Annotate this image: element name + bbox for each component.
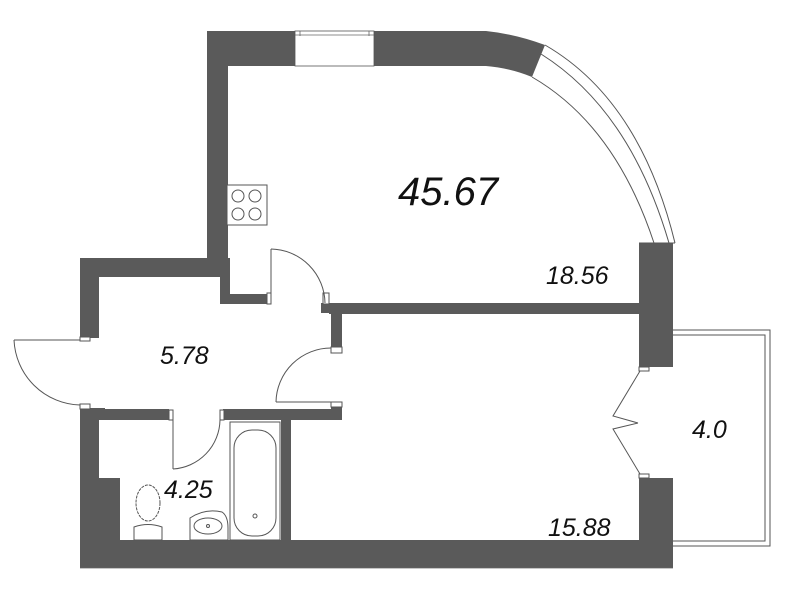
door-jambs [79, 292, 650, 479]
balcony-area-label: 4.0 [692, 416, 727, 444]
balcony-door [612, 370, 641, 475]
bathroom-area-label: 4.25 [164, 476, 213, 504]
total-area-label: 45.67 [398, 170, 499, 214]
entry-door [13, 339, 81, 406]
bay-window [531, 44, 676, 244]
kitchen-door [270, 248, 326, 304]
exterior-walls [80, 31, 673, 568]
toilet-icon [133, 484, 163, 541]
interior-walls [99, 303, 641, 549]
kitchen-living-area-label: 18.56 [546, 262, 609, 290]
doors [13, 248, 641, 475]
hallway-area-label: 5.78 [160, 342, 209, 370]
balcony [673, 329, 771, 547]
bedroom-door [275, 347, 332, 403]
bathroom-door [172, 419, 221, 470]
bathtub-icon [229, 421, 281, 541]
sink-icon [189, 510, 229, 541]
window-top [294, 30, 375, 67]
stove-icon [226, 184, 268, 226]
bedroom-area-label: 15.88 [548, 514, 611, 542]
